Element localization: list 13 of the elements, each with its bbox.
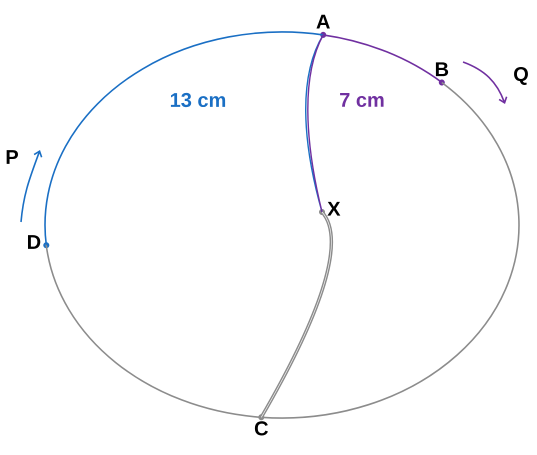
point-label: A	[316, 14, 330, 38]
point-label: C	[254, 414, 268, 436]
arc	[44, 31, 324, 246]
point-label: D	[28, 235, 50, 249]
edge-label: 13 cm	[168, 92, 228, 108]
point-label: B	[436, 62, 448, 86]
direction-label: P	[6, 150, 18, 164]
arc	[45, 244, 262, 418]
direction-label: Q	[514, 67, 528, 85]
point-label: X	[319, 202, 340, 216]
edge-label: 7 cm	[338, 92, 386, 108]
arc	[323, 34, 443, 84]
curve	[260, 210, 334, 418]
